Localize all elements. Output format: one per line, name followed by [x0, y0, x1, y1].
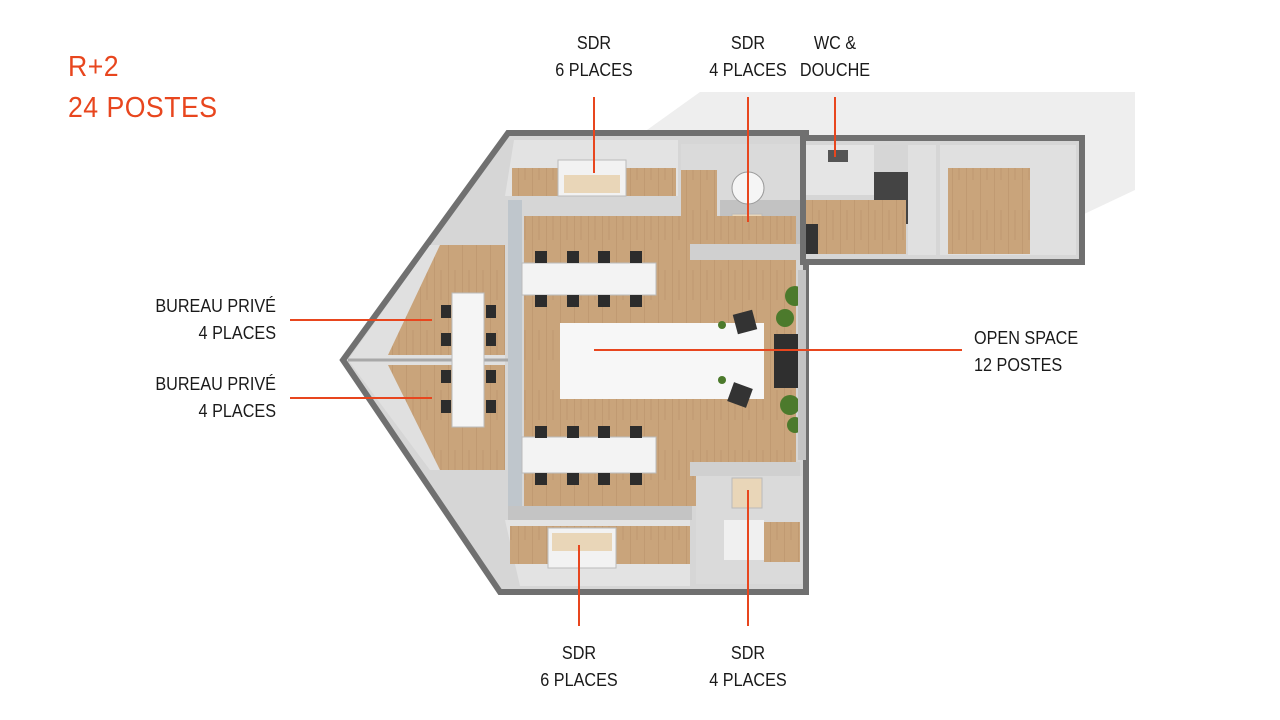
armchair: [732, 309, 758, 335]
office-chairs: [535, 251, 642, 485]
glass-partition: [508, 200, 522, 520]
label-sdr-bottom-4: SDR 4 PLACES: [709, 643, 787, 690]
capacity-title: 24 POSTES: [68, 92, 218, 124]
exterior-terrace: [640, 92, 1135, 215]
central-void: [560, 323, 764, 399]
desk-block: [521, 262, 657, 296]
label-open-space: OPEN SPACE 12 POSTES: [974, 328, 1079, 375]
sofa: [774, 334, 798, 388]
armchair: [727, 382, 753, 408]
label-bureau-prive-1: BUREAU PRIVÉ 4 PLACES: [155, 296, 276, 343]
desk-block: [451, 292, 485, 428]
label-sdr-bottom-6: SDR 6 PLACES: [540, 643, 618, 690]
label-sdr-top-6: SDR 6 PLACES: [555, 33, 633, 80]
label-bureau-prive-2: BUREAU PRIVÉ 4 PLACES: [155, 374, 276, 421]
floor-level-title: R+2: [68, 51, 120, 83]
desk-block: [521, 436, 657, 474]
office-chairs: [441, 305, 496, 413]
label-wc-douche: WC & DOUCHE: [799, 33, 871, 80]
label-sdr-top-4: SDR 4 PLACES: [709, 33, 787, 80]
callout-lines: [290, 97, 962, 626]
